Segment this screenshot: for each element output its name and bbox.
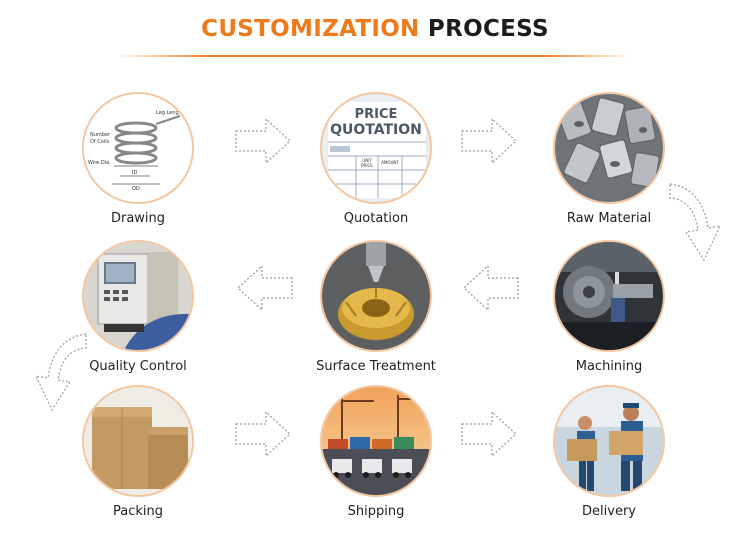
arrow-left-icon <box>463 264 519 312</box>
cardboard-box-icon <box>82 385 194 497</box>
metal-tubes-icon <box>553 92 665 204</box>
svg-text:OD: OD <box>132 186 140 192</box>
step-shipping: Shipping <box>296 385 456 519</box>
inspection-machine-icon <box>82 240 194 352</box>
step-label-machining: Machining <box>575 359 643 374</box>
title-underline <box>118 55 632 57</box>
price-quotation-icon: PRICE QUOTATION UNIT PRICE AMOUNT <box>320 92 432 204</box>
arrow-right-icon <box>461 410 517 458</box>
step-label-packing: Packing <box>112 504 163 519</box>
step-label-surface-treatment: Surface Treatment <box>316 359 436 374</box>
svg-text:Number: Number <box>90 132 111 138</box>
curved-arrow-down-icon <box>669 183 722 262</box>
arrow-left-icon <box>237 264 293 312</box>
step-label-drawing: Drawing <box>110 211 166 226</box>
svg-text:UNIT: UNIT <box>362 158 372 163</box>
brass-part-icon <box>320 240 432 352</box>
step-packing: Packing <box>58 385 218 519</box>
svg-text:ID: ID <box>132 170 137 176</box>
step-surface-treatment: Surface Treatment <box>296 240 456 374</box>
step-label-quotation: Quotation <box>343 211 409 226</box>
step-quotation: PRICE QUOTATION UNIT PRICE AMOUNT Quotat… <box>296 92 456 226</box>
arrow-right-icon <box>461 117 517 165</box>
svg-text:PRICE: PRICE <box>355 107 398 122</box>
cnc-machine-icon <box>553 240 665 352</box>
step-label-quality-control: Quality Control <box>89 359 187 374</box>
delivery-worker-icon <box>553 385 665 497</box>
step-raw-material: Raw Material <box>529 92 689 226</box>
spring-drawing-icon: Leg Leng Number Of Coils Wire Dia. ID OD <box>82 92 194 204</box>
page-title: CUSTOMIZATION PROCESS <box>0 16 750 42</box>
step-drawing: Leg Leng Number Of Coils Wire Dia. ID OD… <box>58 92 218 226</box>
step-label-shipping: Shipping <box>347 504 405 519</box>
svg-text:Wire Dia.: Wire Dia. <box>88 160 111 166</box>
svg-text:AMOUNT: AMOUNT <box>381 160 399 165</box>
title-rest: PROCESS <box>427 16 549 42</box>
step-label-raw-material: Raw Material <box>566 211 652 226</box>
arrow-right-icon <box>235 410 291 458</box>
svg-text:QUOTATION: QUOTATION <box>330 122 422 138</box>
step-delivery: Delivery <box>529 385 689 519</box>
arrow-right-icon <box>235 117 291 165</box>
step-machining: Machining <box>529 240 689 374</box>
curved-arrow-down-icon <box>34 333 87 412</box>
step-label-delivery: Delivery <box>582 504 636 519</box>
title-highlight: CUSTOMIZATION <box>201 16 420 42</box>
step-quality-control: Quality Control <box>58 240 218 374</box>
svg-text:Leg Leng: Leg Leng <box>156 110 179 116</box>
cargo-port-icon <box>320 385 432 497</box>
svg-text:Of Coils: Of Coils <box>90 139 110 145</box>
svg-text:PRICE: PRICE <box>361 163 373 168</box>
